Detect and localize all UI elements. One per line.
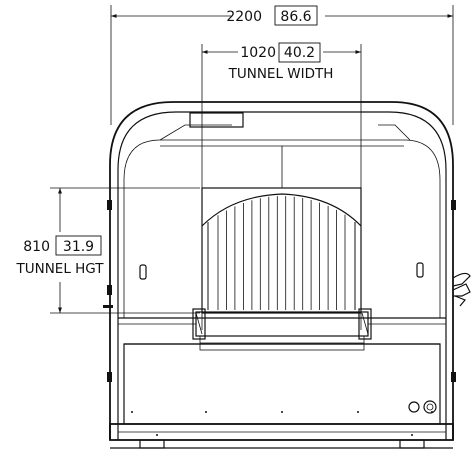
base-rivets [131,411,433,436]
side-latch-left [139,264,147,280]
tunnel-width-inch-box [278,42,321,63]
right-side-hinges [451,200,456,382]
overall-width-inches: 86.6 [280,9,311,25]
inner-panel-arch [123,139,441,318]
bottom-plinth [109,423,454,441]
tunnel-height-inch-box [55,235,102,256]
tunnel-width-inches: 40.2 [284,45,315,61]
overall-width-value: 2200 [226,9,262,25]
curtain-top-arch [201,193,362,227]
control-knob-right-inner [426,403,434,411]
tunnel-width-label: TUNNEL WIDTH [228,66,334,82]
tunnel-height-value: 810 [23,239,50,255]
bracket-right-detail [361,312,369,335]
overall-width-inch-box [274,5,318,26]
bracket-left-detail [195,312,203,335]
tunnel-height-label: TUNNEL HGT [15,261,104,277]
tunnel-opening [201,187,362,314]
left-side-hinges [103,200,113,382]
tunnel-height-dimension: 810 31.9 TUNNEL HGT [15,187,200,314]
control-knob-left [408,401,420,413]
inner-hood-outline [117,111,447,440]
foot-left [139,439,165,449]
tunnel-width-value: 1020 [240,45,276,61]
top-nameplate [189,112,244,128]
tunnel-width-dimension: 1020 40.2 TUNNEL WIDTH [201,42,362,330]
side-handle-right [452,272,471,307]
tunnel-height-inches: 31.9 [63,239,94,255]
top-vent-right [378,124,411,141]
top-vent-left [159,124,232,141]
side-latch-right [416,262,424,278]
control-knob-right [423,400,437,414]
tunnel-curtain-strips [207,196,356,310]
conveyor-tray [195,311,369,337]
foot-right [399,439,425,449]
outer-hood-outline [109,101,454,440]
machine-body [103,101,471,449]
overall-width-dimension: 2200 86.6 [110,5,454,125]
